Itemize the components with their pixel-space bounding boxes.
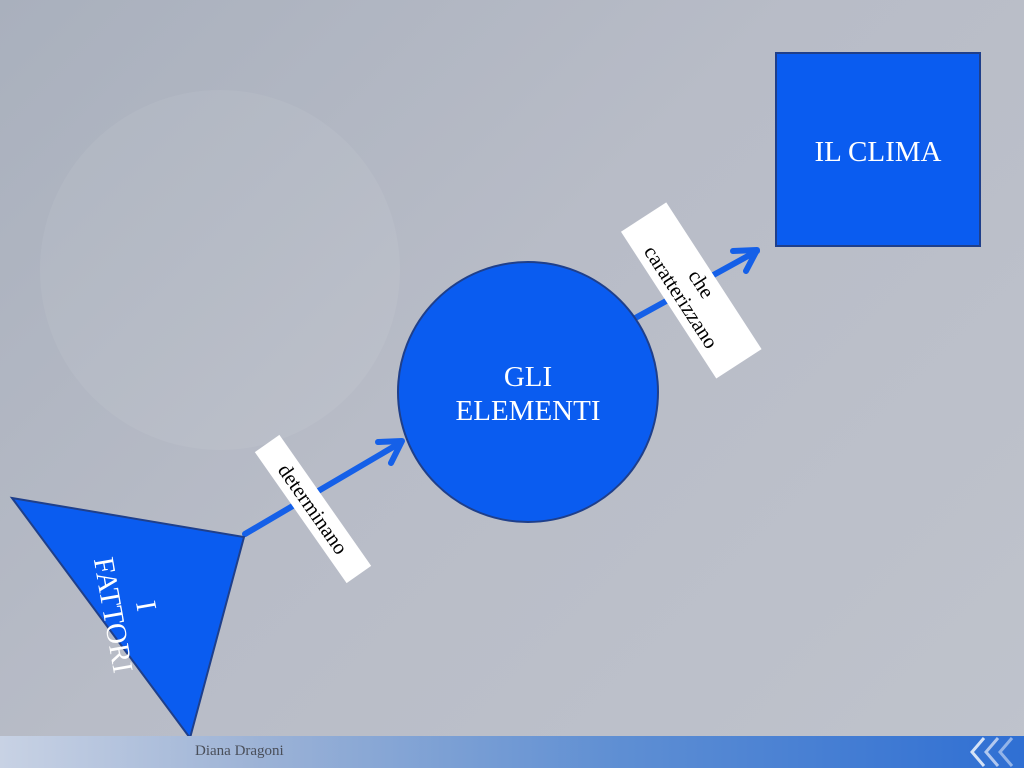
clima-square (775, 52, 981, 247)
footer-author: Diana Dragoni (195, 743, 284, 759)
arrow-fattori-to-elementi (242, 440, 403, 537)
elementi-circle (397, 261, 659, 523)
arrowhead-fattori-to-elementi (375, 438, 405, 466)
elementi-label: GLI ELEMENTI (455, 361, 601, 427)
fattori-triangle (9, 496, 246, 741)
footer-band (0, 736, 1024, 768)
chevron-left-icon (970, 737, 1014, 767)
clima-label: IL CLIMA (814, 136, 942, 168)
arrowhead-elementi-to-clima (730, 247, 760, 274)
